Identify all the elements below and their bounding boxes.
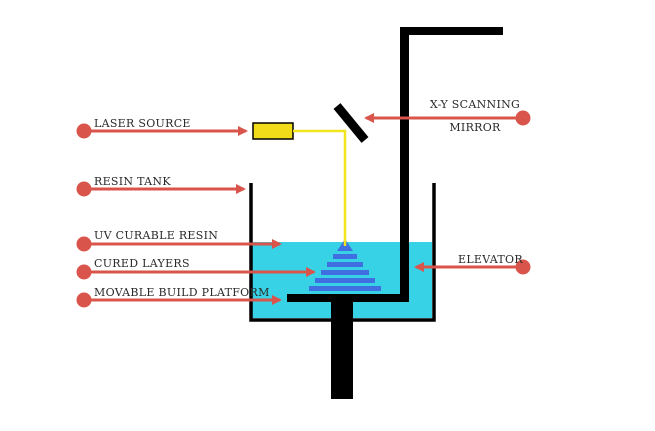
cured-layer bbox=[333, 254, 357, 259]
label-uv-curable-resin: UV CURABLE RESIN bbox=[94, 229, 219, 242]
label-xy-scanning-mirror: X-Y SCANNING MIRROR bbox=[426, 98, 524, 134]
pointer-arrows bbox=[76, 110, 531, 308]
support-pillar bbox=[331, 300, 353, 399]
label-cured-layers: CURED LAYERS bbox=[94, 257, 190, 270]
cured-layer bbox=[309, 286, 381, 291]
label-laser-source: LASER SOURCE bbox=[94, 117, 191, 130]
cured-layer bbox=[315, 278, 375, 283]
label-resin-tank: RESIN TANK bbox=[94, 175, 171, 188]
cured-layer bbox=[327, 262, 363, 267]
elevator-top-arm bbox=[400, 27, 503, 35]
laser-source bbox=[252, 122, 294, 140]
label-xy-scanning-mirror-line2: MIRROR bbox=[449, 121, 501, 134]
label-movable-build-platform: MOVABLE BUILD PLATFORM bbox=[94, 286, 270, 299]
label-xy-scanning-mirror-line1: X-Y SCANNING bbox=[429, 98, 521, 111]
elevator-column bbox=[400, 30, 409, 302]
cured-layer bbox=[321, 270, 369, 275]
build-platform bbox=[287, 294, 409, 302]
label-elevator: ELEVATOR bbox=[458, 253, 523, 266]
laser-beam bbox=[293, 129, 347, 246]
xy-scanning-mirror bbox=[333, 103, 369, 143]
